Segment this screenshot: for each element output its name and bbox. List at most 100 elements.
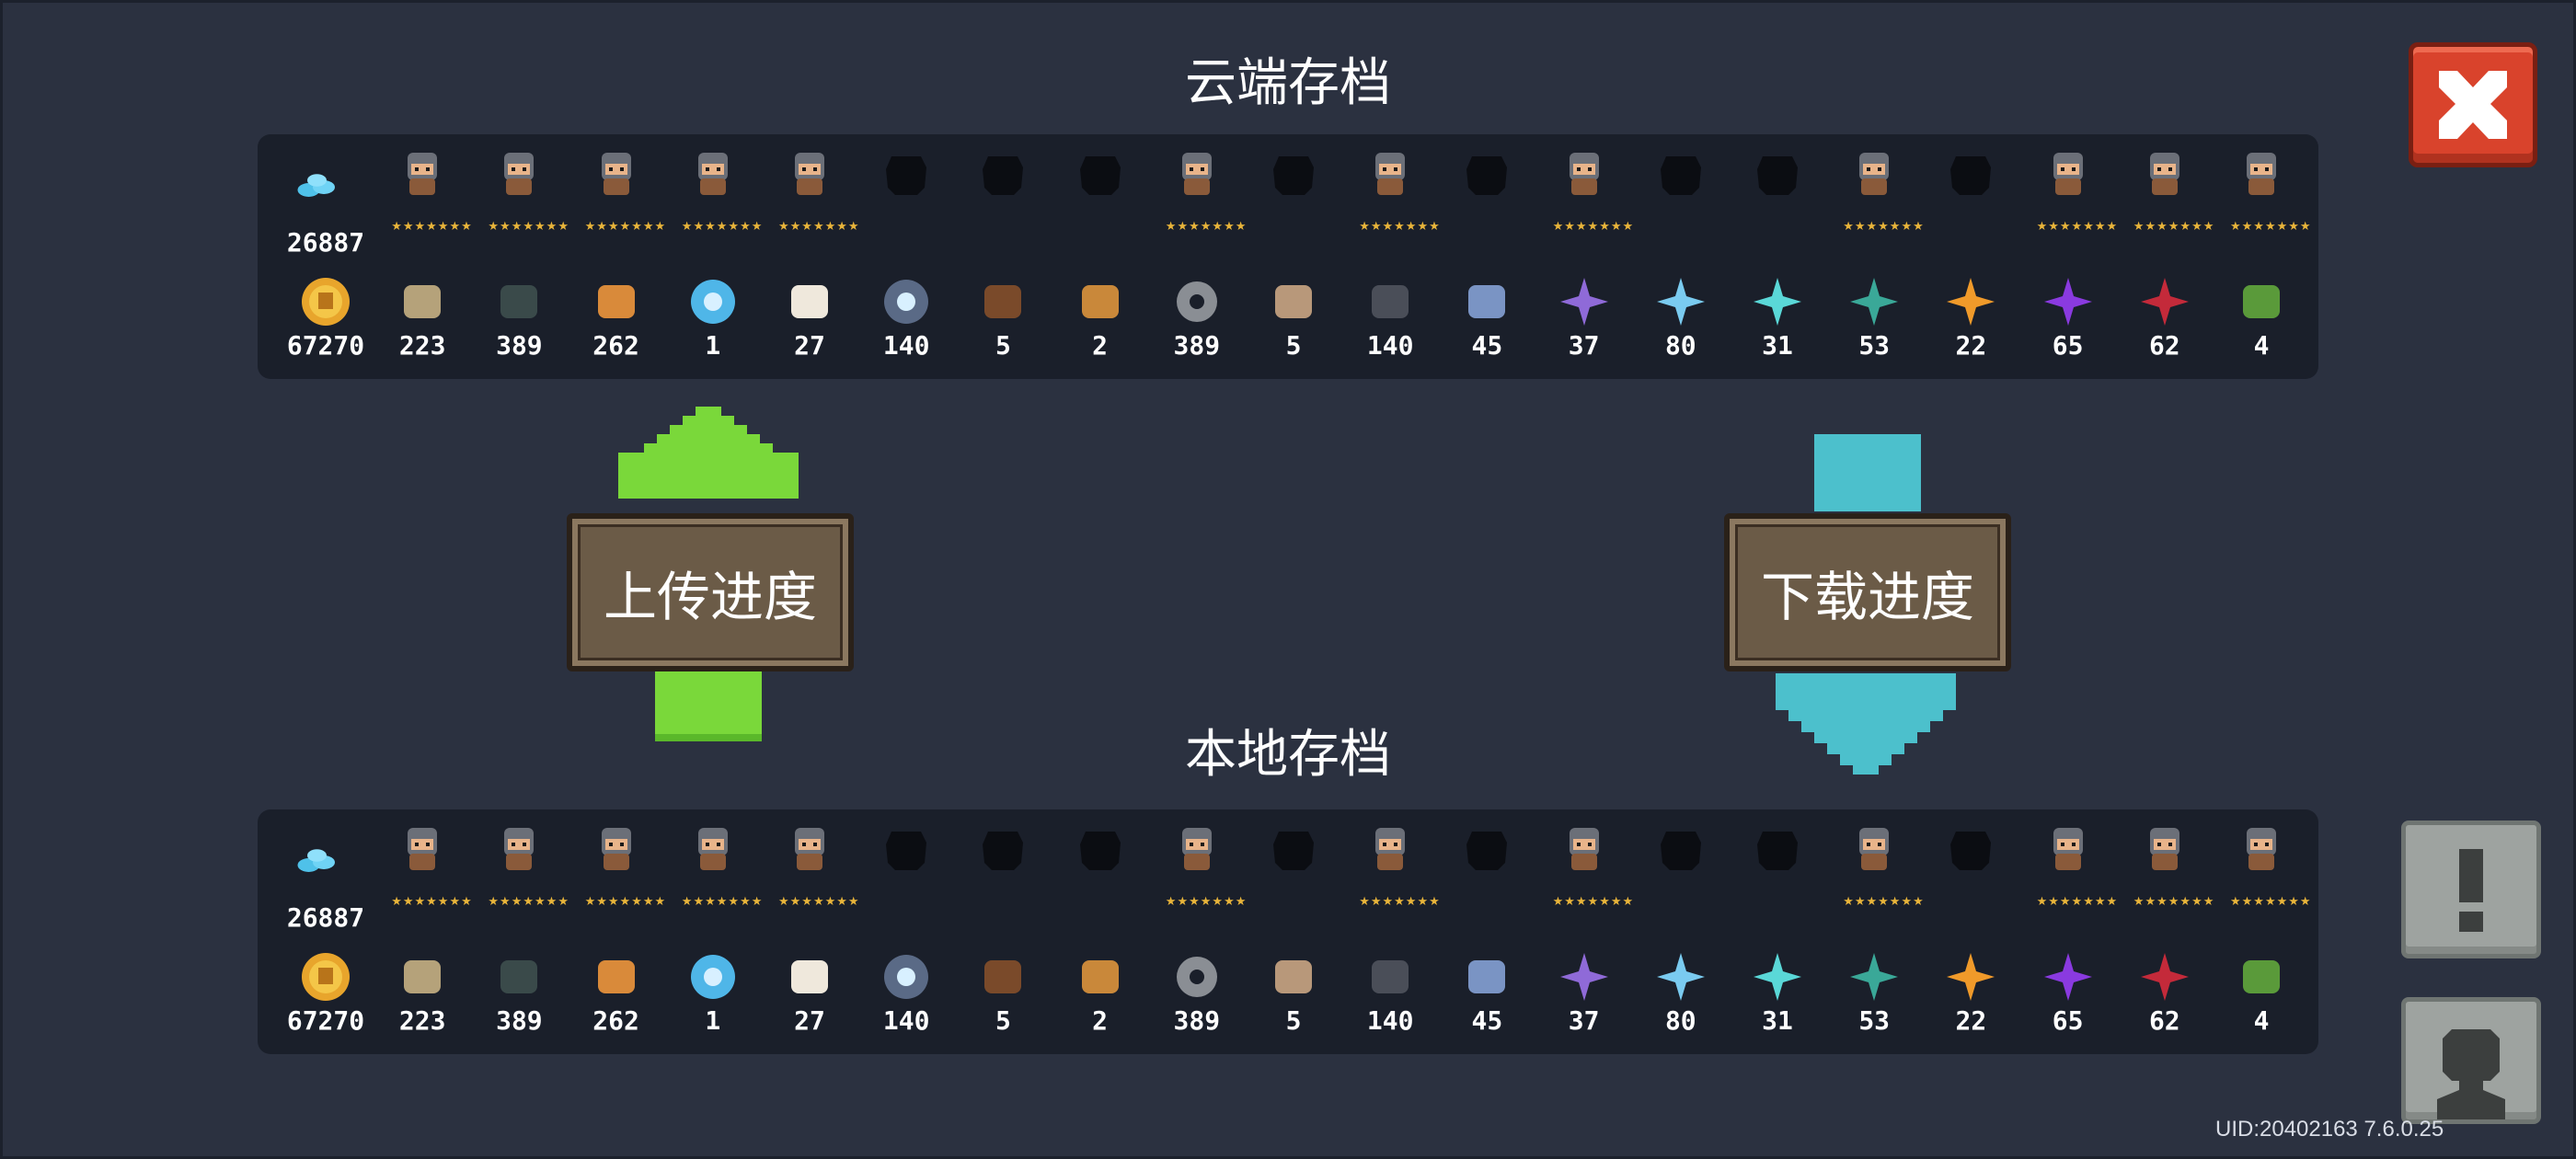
hero-cell[interactable]: [955, 811, 1051, 922]
locked-hero-silhouette-icon: [1273, 156, 1314, 195]
hero-cell[interactable]: ★★★★★★★: [1342, 136, 1440, 247]
hero-cell[interactable]: ★★★★★★★: [471, 136, 569, 247]
hero-stars: ★★★★★★★: [778, 895, 860, 909]
hero-cell[interactable]: [1439, 136, 1535, 247]
account-button[interactable]: [2401, 997, 2541, 1124]
hero-cell[interactable]: ★★★★★★★: [665, 811, 762, 922]
hero-stars: ★★★★★★★: [1165, 895, 1248, 909]
material-cell: 140: [1342, 938, 1438, 1049]
ore-icon: [597, 960, 635, 993]
knight-icon: [408, 153, 438, 195]
material-count: 22: [1955, 330, 1987, 361]
cowboy-icon: [1859, 153, 1890, 195]
hero-cell[interactable]: ★★★★★★★: [2117, 811, 2214, 922]
hero-cell[interactable]: [1923, 136, 2018, 247]
hero-cell[interactable]: ★★★★★★★: [471, 811, 569, 922]
hero-cell[interactable]: ★★★★★★★: [1536, 136, 1633, 247]
material-count: 65: [2052, 330, 2084, 361]
material-count: 37: [1568, 330, 1600, 361]
gem-cell: 26887: [278, 136, 374, 258]
close-icon: [2439, 71, 2507, 139]
locked-hero-silhouette-icon: [1757, 832, 1798, 870]
hero-cell[interactable]: ★★★★★★★: [1149, 136, 1246, 247]
material-count: 389: [496, 330, 543, 361]
download-progress-button[interactable]: 下载进度: [1724, 513, 2011, 671]
hero-stars: ★★★★★★★: [1359, 895, 1441, 909]
material-count: 62: [2148, 1005, 2180, 1036]
cyan-crystal-icon: [1754, 953, 1801, 1001]
material-cell: 37: [1536, 263, 1632, 373]
hero-cell[interactable]: ★★★★★★★: [1536, 811, 1633, 922]
hero-cell[interactable]: ★★★★★★★: [1342, 811, 1441, 922]
material-cell: 5: [1246, 263, 1341, 373]
hero-cell[interactable]: [1052, 136, 1148, 247]
hero-cell[interactable]: [955, 136, 1051, 247]
wizard-icon: [2053, 828, 2083, 870]
hero-cell[interactable]: [1730, 136, 1825, 247]
material-count: 1: [705, 330, 721, 361]
locked-hero-silhouette-icon: [1079, 156, 1121, 195]
hero-cell[interactable]: ★★★★★★★: [2117, 136, 2215, 247]
material-cell: 65: [2020, 263, 2116, 373]
notice-button[interactable]: [2401, 820, 2541, 958]
gear-icon: [1176, 281, 1217, 322]
robot-icon: [1569, 828, 1599, 870]
material-count: 262: [592, 330, 639, 361]
locked-hero-silhouette-icon: [886, 156, 927, 195]
hero-cell[interactable]: ★★★★★★★: [374, 136, 472, 247]
material-cell: 37: [1536, 938, 1632, 1049]
hero-cell[interactable]: ★★★★★★★: [374, 811, 472, 922]
hero-cell[interactable]: ★★★★★★★: [2214, 136, 2311, 247]
hero-cell[interactable]: [1052, 811, 1148, 922]
hero-cell[interactable]: [858, 811, 954, 922]
material-cell: 389: [1149, 263, 1245, 373]
exclamation-icon: [2459, 849, 2483, 932]
hero-cell[interactable]: ★★★★★★★: [569, 136, 665, 247]
hero-cell[interactable]: ★★★★★★★: [2020, 136, 2117, 247]
hero-cell[interactable]: [1730, 811, 1825, 922]
hero-cell[interactable]: ★★★★★★★: [1149, 811, 1248, 922]
purple-crystal-icon: [1559, 278, 1608, 326]
gem-stack-icon: [297, 174, 335, 197]
material-count: 37: [1568, 1005, 1600, 1036]
assassin-icon: [697, 828, 728, 870]
material-cell: 140: [858, 938, 954, 1049]
hero-cell[interactable]: ★★★★★★★: [1826, 811, 1924, 922]
hero-cell[interactable]: ★★★★★★★: [2214, 811, 2311, 922]
hero-cell[interactable]: [1633, 136, 1729, 247]
material-cell: 62: [2117, 938, 2213, 1049]
hero-cell[interactable]: [1246, 136, 1341, 247]
gem-count: 26887: [286, 227, 365, 258]
battery-icon: [500, 285, 538, 318]
ore-icon: [597, 285, 635, 318]
horn-icon: [1081, 285, 1119, 318]
hero-cell[interactable]: ★★★★★★★: [569, 811, 665, 922]
upload-progress-button[interactable]: 上传进度: [567, 513, 854, 671]
hero-stars: ★★★★★★★: [2133, 220, 2215, 234]
material-count: 223: [398, 330, 446, 361]
hero-cell[interactable]: ★★★★★★★: [762, 136, 859, 247]
teal-crystal-icon: [1850, 953, 1899, 1001]
hero-cell[interactable]: ★★★★★★★: [762, 811, 860, 922]
hero-cell[interactable]: [858, 136, 954, 247]
material-cell: 67270: [278, 263, 374, 373]
gear-icon: [1176, 957, 1217, 997]
hero-cell[interactable]: ★★★★★★★: [2020, 811, 2117, 922]
upload-progress-label: 上传进度: [603, 566, 817, 628]
sack-icon: [791, 285, 828, 318]
material-cell: 31: [1730, 263, 1825, 373]
hero-cell[interactable]: [1246, 811, 1341, 922]
blue-orb-icon: [690, 955, 735, 999]
material-cell: 140: [1342, 263, 1438, 373]
hero-cell[interactable]: [1633, 811, 1729, 922]
hero-cell[interactable]: [1439, 811, 1535, 922]
hero-cell[interactable]: [1923, 811, 2018, 922]
locked-hero-silhouette-icon: [1950, 832, 1992, 870]
material-count: 80: [1664, 330, 1696, 361]
material-count: 27: [794, 1005, 825, 1036]
close-button[interactable]: [2409, 42, 2537, 167]
hero-cell[interactable]: ★★★★★★★: [1826, 136, 1924, 247]
hero-cell[interactable]: ★★★★★★★: [665, 136, 762, 247]
material-cell: 389: [1149, 938, 1245, 1049]
